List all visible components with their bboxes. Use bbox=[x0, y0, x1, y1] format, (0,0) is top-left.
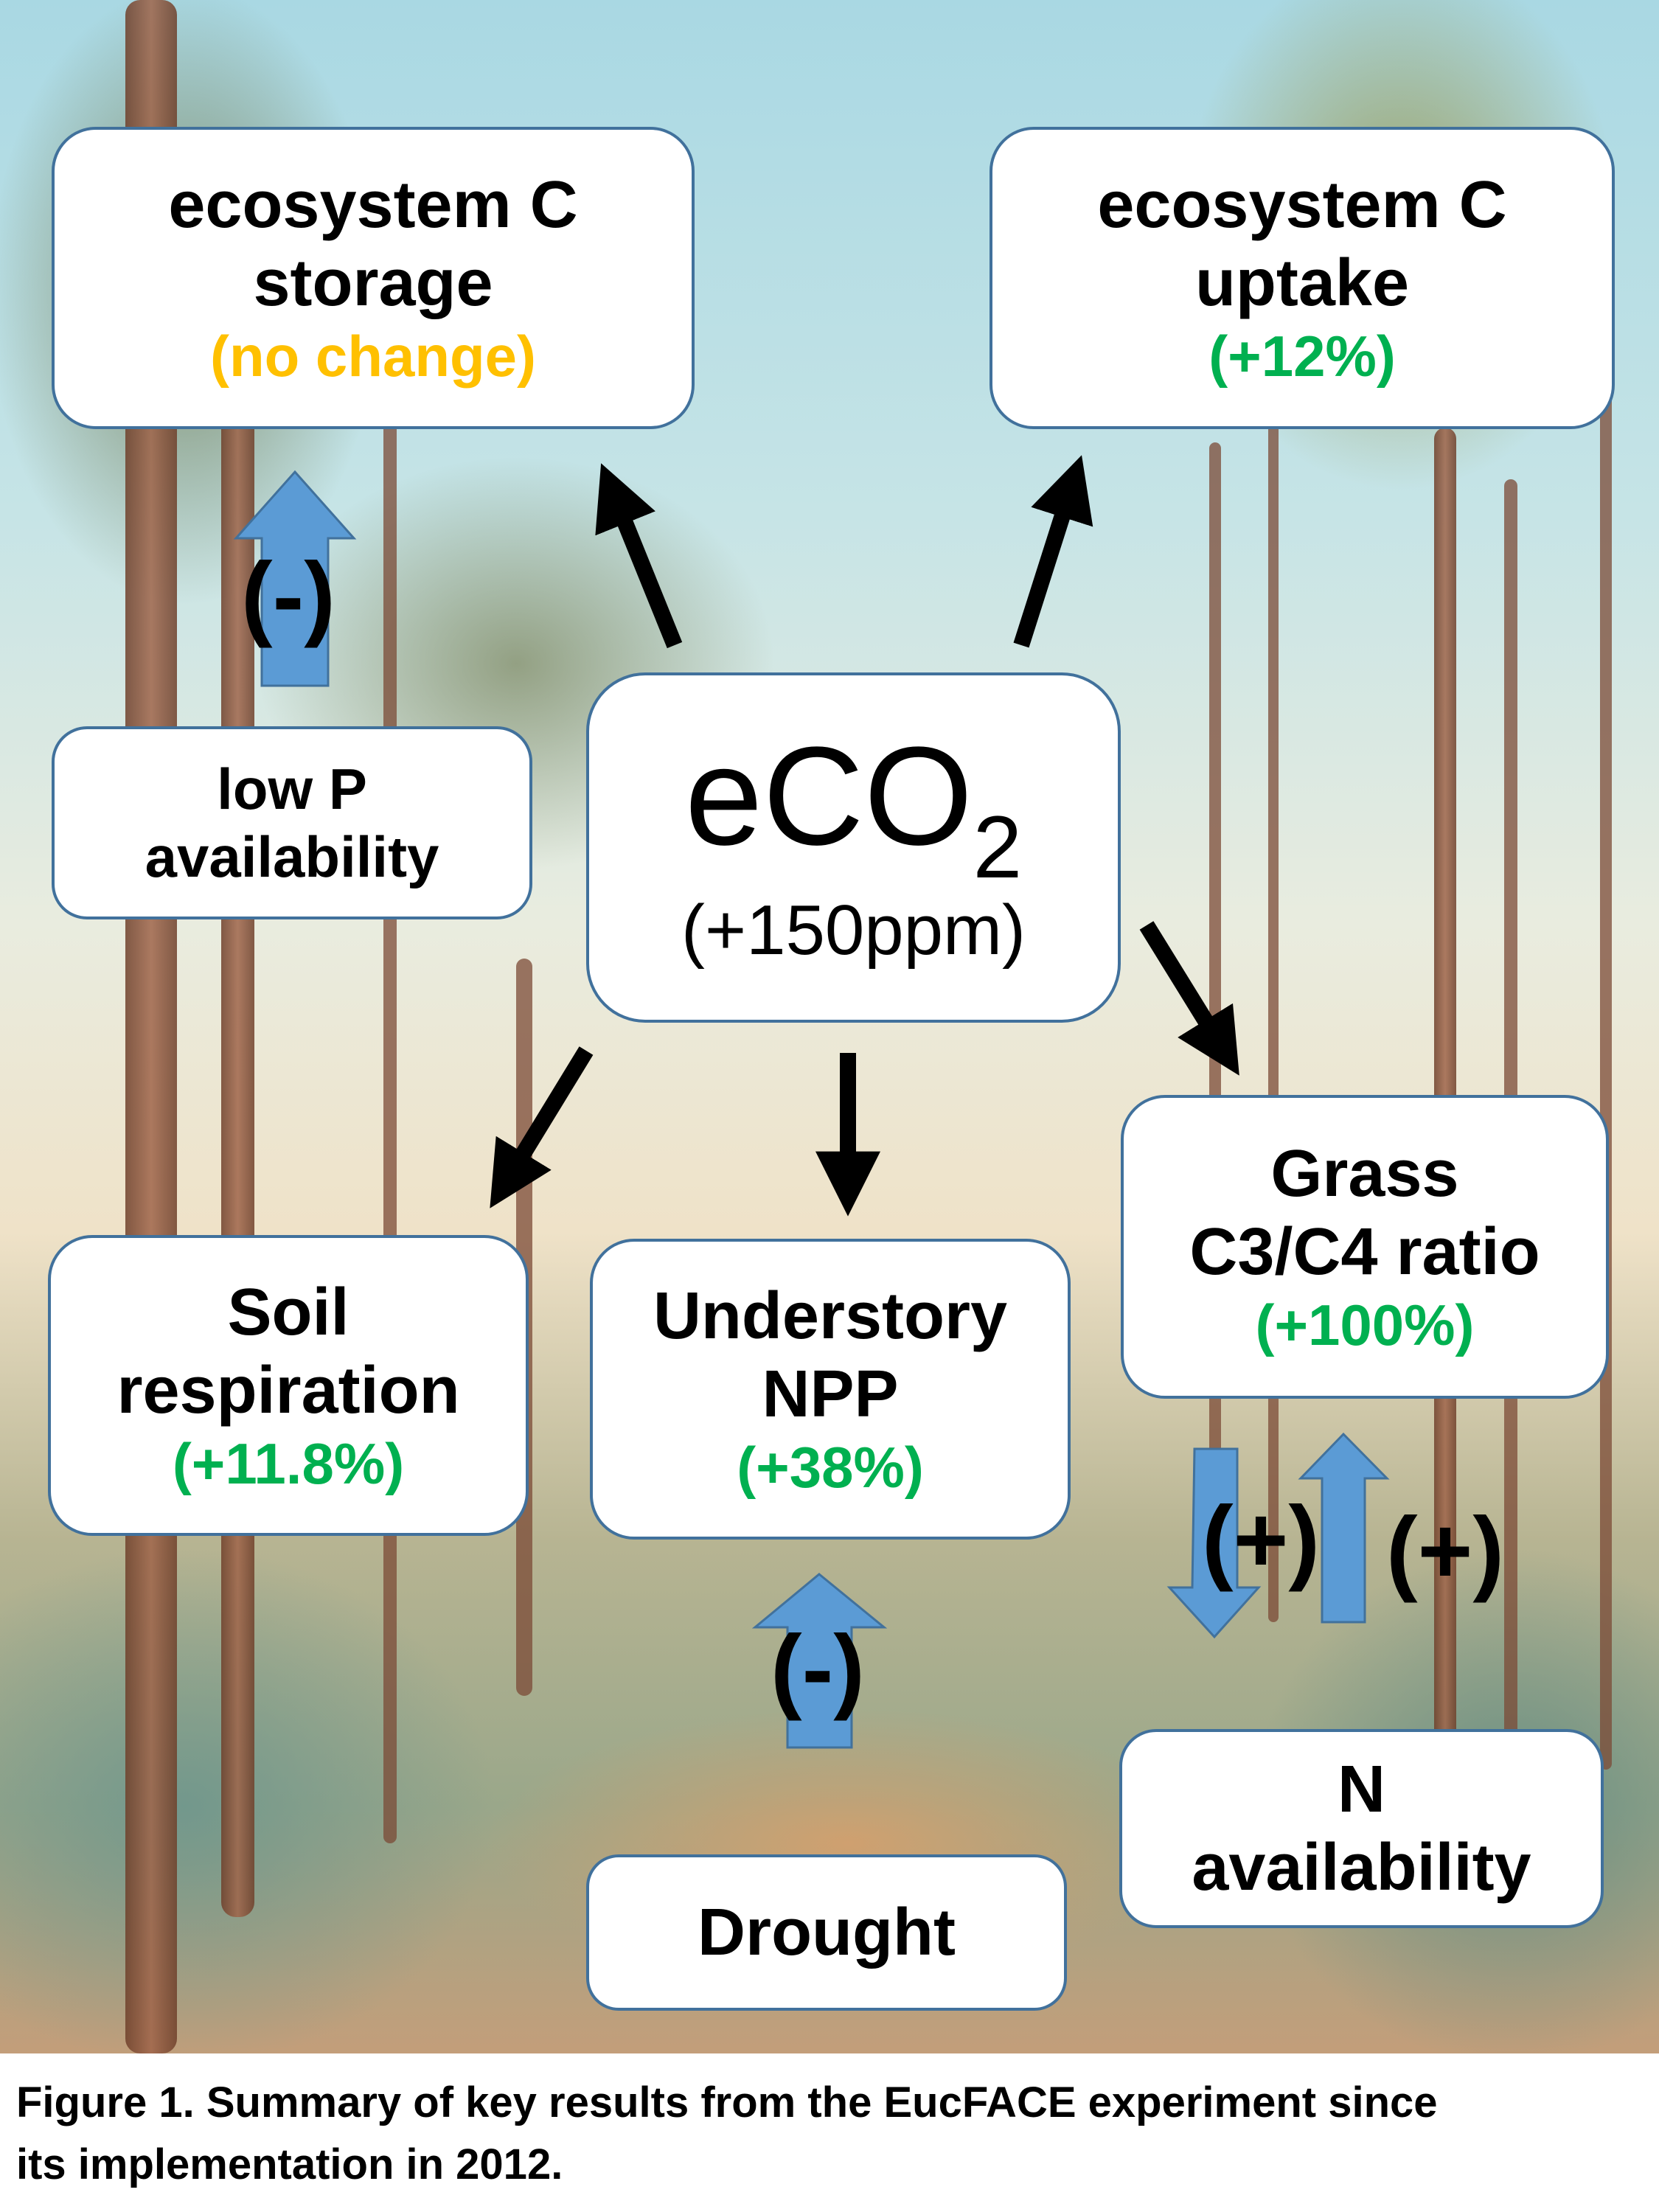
arrow-eco2-to-grass bbox=[1139, 921, 1239, 1076]
effect-badge: (+100%) bbox=[1255, 1293, 1475, 1358]
arrow-eco2-to-soil-resp bbox=[490, 1046, 594, 1208]
sign-n-to-grass: (+) bbox=[1386, 1498, 1504, 1604]
node-label: respiration bbox=[116, 1353, 460, 1427]
sign-grass-to-n: (+) bbox=[1202, 1487, 1320, 1593]
node-eco2: eCO2 (+150ppm) bbox=[586, 672, 1121, 1023]
node-label: ecosystem C bbox=[1097, 167, 1507, 242]
effect-badge: (+38%) bbox=[737, 1435, 924, 1500]
caption-line: Figure 1. Summary of key results from th… bbox=[16, 2079, 1438, 2126]
effect-badge: (no change) bbox=[210, 324, 536, 389]
effect-badge: (+12%) bbox=[1208, 324, 1396, 389]
node-label: N bbox=[1338, 1752, 1385, 1826]
node-label: ecosystem C bbox=[168, 167, 578, 242]
node-label: Understory bbox=[653, 1279, 1008, 1353]
eco2-detail: (+150ppm) bbox=[681, 890, 1026, 970]
node-label: C3/C4 ratio bbox=[1189, 1214, 1540, 1289]
node-label: availability bbox=[145, 824, 439, 889]
node-label: NPP bbox=[762, 1357, 899, 1431]
node-grass-c3-c4-ratio: Grass C3/C4 ratio (+100%) bbox=[1121, 1095, 1609, 1399]
tree-trunk bbox=[1600, 369, 1612, 1770]
node-understory-npp: Understory NPP (+38%) bbox=[590, 1239, 1071, 1540]
node-label: low P bbox=[217, 756, 367, 821]
node-label: uptake bbox=[1194, 246, 1410, 320]
block-arrow-drought-up bbox=[751, 1573, 888, 1749]
arrow-eco2-to-c-storage bbox=[595, 463, 683, 649]
arrows-layer bbox=[233, 455, 1390, 1749]
node-low-p-availability: low P availability bbox=[52, 726, 532, 919]
effect-badge: (+11.8%) bbox=[172, 1431, 405, 1497]
tree-trunk bbox=[1434, 428, 1456, 1755]
node-label: Soil bbox=[227, 1275, 349, 1349]
node-label: storage bbox=[253, 246, 493, 320]
block-arrow-grass-to-n-down bbox=[1166, 1447, 1262, 1639]
block-arrow-low-p-up bbox=[233, 470, 357, 687]
tree-trunk bbox=[221, 147, 254, 1917]
node-label: Drought bbox=[698, 1895, 956, 1969]
arrow-eco2-to-c-uptake bbox=[1013, 455, 1093, 648]
sign-low-p: (-) bbox=[241, 543, 335, 649]
figure-caption: Figure 1. Summary of key results from th… bbox=[16, 2072, 1646, 2196]
sign-drought: (-) bbox=[771, 1616, 865, 1722]
node-ecosystem-c-storage: ecosystem C storage (no change) bbox=[52, 127, 695, 429]
caption-line: its implementation in 2012. bbox=[16, 2140, 563, 2188]
eco2-title: eCO2 bbox=[684, 717, 1023, 897]
block-arrow-n-to-grass-up bbox=[1298, 1432, 1390, 1624]
node-label: availability bbox=[1192, 1831, 1531, 1905]
node-drought: Drought bbox=[586, 1854, 1067, 2011]
node-soil-respiration: Soil respiration (+11.8%) bbox=[48, 1235, 529, 1536]
node-ecosystem-c-uptake: ecosystem C uptake (+12%) bbox=[990, 127, 1615, 429]
node-n-availability: N availability bbox=[1119, 1729, 1604, 1928]
node-label: Grass bbox=[1270, 1136, 1459, 1211]
